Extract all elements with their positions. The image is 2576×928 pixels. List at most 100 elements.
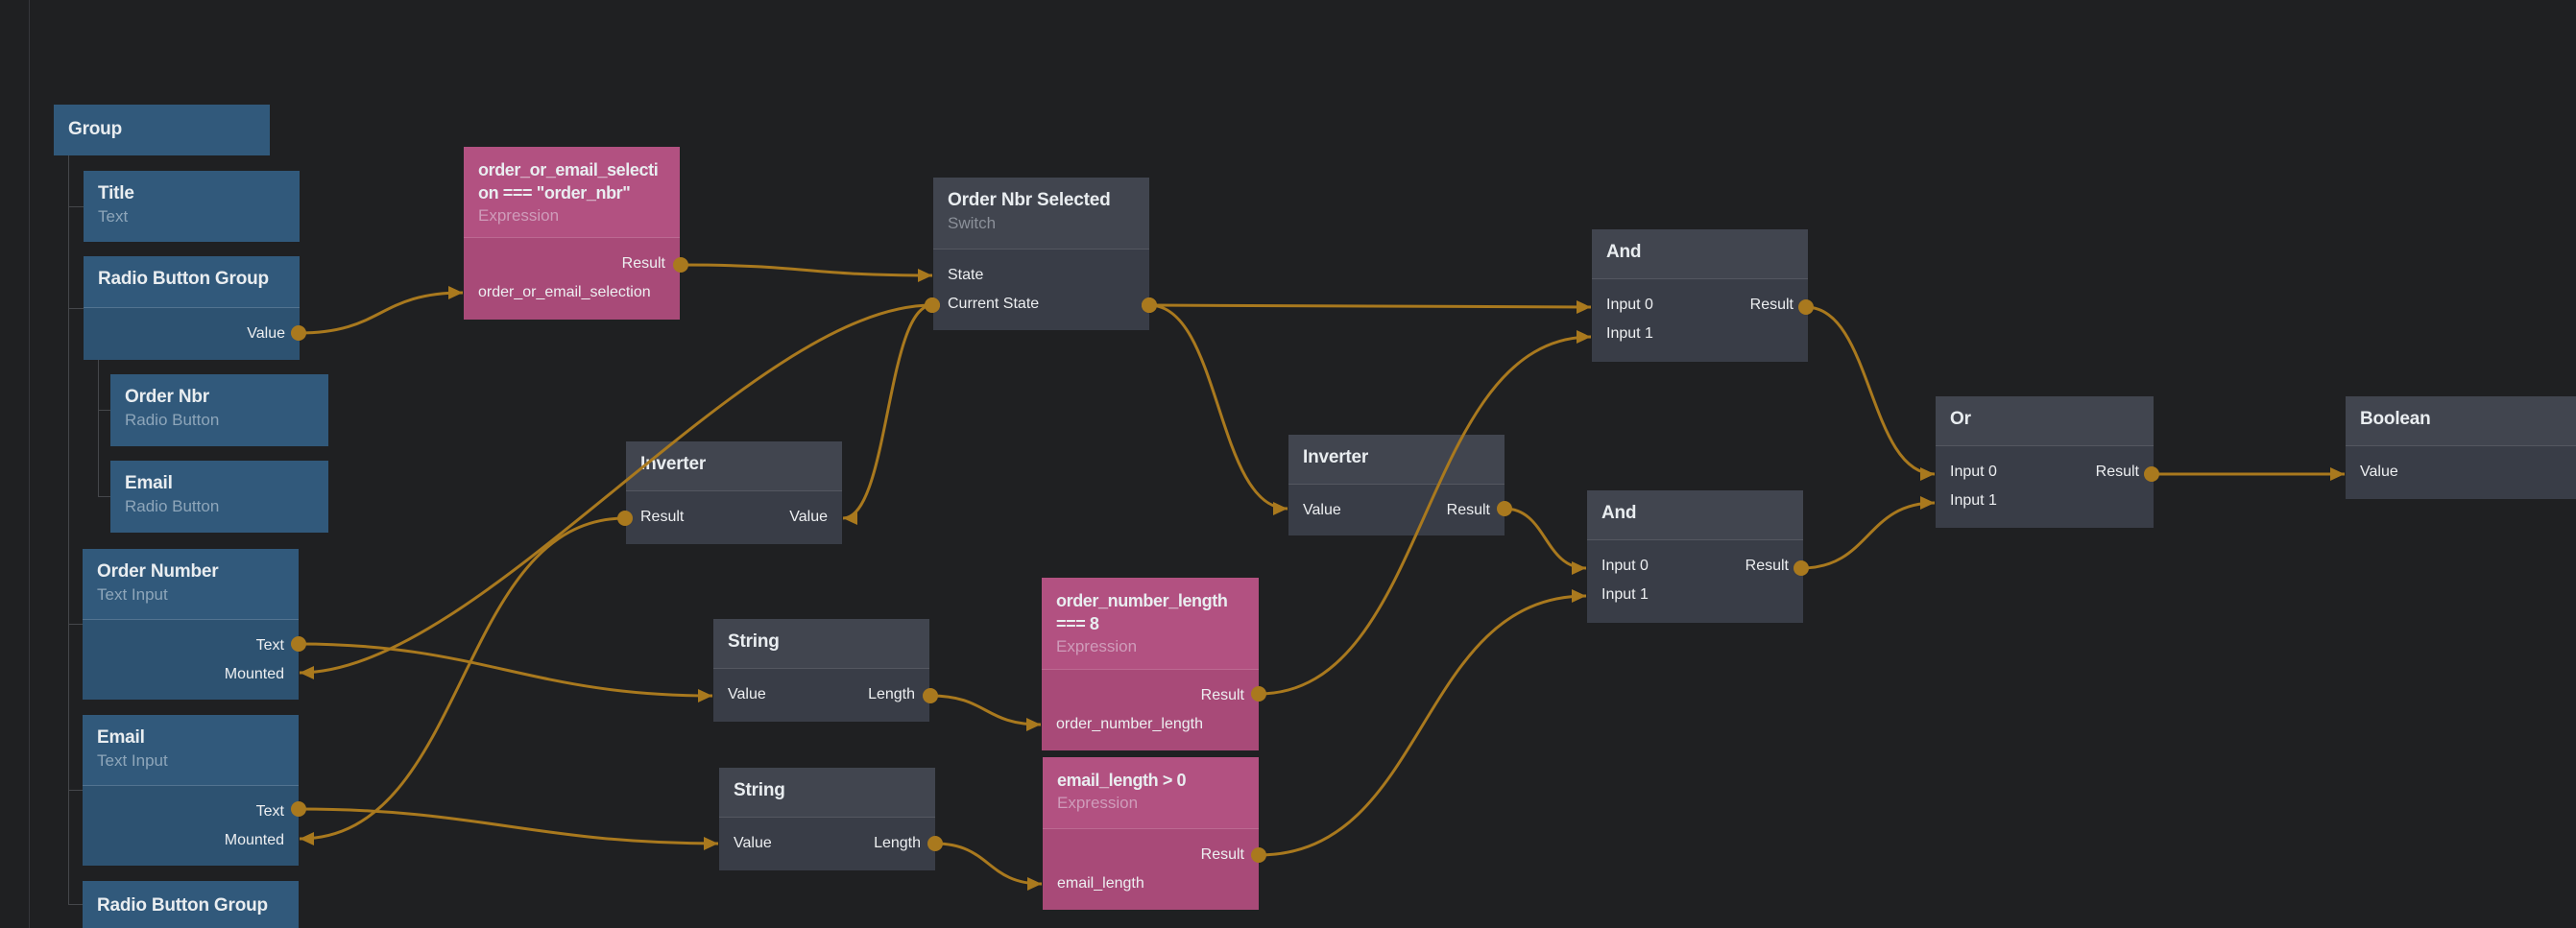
port-dot-or.Result[interactable] <box>2144 466 2159 482</box>
node-title-text[interactable]: Title Text <box>84 171 300 242</box>
port-result-output[interactable]: Result <box>640 509 685 525</box>
port-arrow-and_bottom.Input 1[interactable] <box>1572 589 1586 603</box>
port-dot-and_bottom.Result[interactable] <box>1794 560 1809 576</box>
port-result-output[interactable]: Result <box>1749 297 1794 313</box>
wire-switch.Current State-to-and_top.Input 0[interactable] <box>1148 303 1592 309</box>
port-arrow-expr_email_len.email_length[interactable] <box>1027 877 1042 891</box>
wire-inverter_right.Result-to-and_bottom.Input 0[interactable] <box>1504 507 1587 570</box>
port-current-state-output[interactable]: Current State <box>948 296 1040 312</box>
port-arrow-and_top.Input 1[interactable] <box>1577 330 1591 344</box>
node-email-text-input[interactable]: Email Text Input Text Mounted <box>83 715 299 866</box>
port-arrow-inverter_right.Value[interactable] <box>1273 502 1288 515</box>
port-input1[interactable]: Input 1 <box>1601 586 1649 603</box>
wire-switch.Current State-to-inverter_left.Value[interactable] <box>842 303 933 520</box>
node-inverter-right[interactable]: Inverter Value Result <box>1288 435 1505 535</box>
port-text-output[interactable]: Text <box>255 803 284 820</box>
port-dot-expr_selection.Result[interactable] <box>673 257 688 273</box>
port-input0[interactable]: Input 0 <box>1601 558 1649 574</box>
port-dot-inverter_left.Result[interactable] <box>617 511 633 526</box>
port-input1[interactable]: Input 1 <box>1606 325 1653 342</box>
port-input0[interactable]: Input 0 <box>1950 464 1997 480</box>
node-order-number-text-input[interactable]: Order Number Text Input Text Mounted <box>83 549 299 700</box>
port-dot-string_1.Length[interactable] <box>923 688 938 703</box>
port-dot-switch.Current State[interactable] <box>925 297 940 313</box>
node-or[interactable]: Or Input 0 Result Input 1 <box>1936 396 2154 528</box>
port-dot-expr_email_len.Result[interactable] <box>1251 847 1266 863</box>
port-input1[interactable]: Input 1 <box>1950 492 1997 509</box>
port-arrow-order_number_input.Mounted[interactable] <box>300 666 314 679</box>
node-and-top[interactable]: And Input 0 Result Input 1 <box>1592 229 1808 362</box>
wire-expr_email_len.Result-to-and_bottom.Input 1[interactable] <box>1258 594 1587 857</box>
node-string-1[interactable]: String Value Length <box>713 619 929 722</box>
wire-switch.Current State-to-inverter_right.Value[interactable] <box>1148 303 1288 511</box>
node-switch-order-nbr-selected[interactable]: Order Nbr Selected Switch State Current … <box>933 178 1149 330</box>
port-dot-string_2.Length[interactable] <box>927 836 943 851</box>
port-dot-inverter_right.Result[interactable] <box>1497 501 1512 516</box>
node-inverter-left[interactable]: Inverter Result Value <box>626 441 842 544</box>
port-arrow-or.Input 1[interactable] <box>1920 496 1935 510</box>
port-text-output[interactable]: Text <box>255 637 284 654</box>
port-selection-input[interactable]: order_or_email_selection <box>478 284 651 300</box>
port-length-output[interactable]: Length <box>874 835 921 851</box>
wire-switch.Current State-to-order_number_input.Mounted[interactable] <box>299 303 933 675</box>
port-arrow-inverter_left.Value[interactable] <box>843 512 857 525</box>
wire-and_top.Result-to-or.Input 0[interactable] <box>1805 305 1936 476</box>
port-result-output[interactable]: Result <box>1200 687 1244 703</box>
port-arrow-boolean.Value[interactable] <box>2330 467 2345 481</box>
wire-string_1.Length-to-expr_order_len.order_number_length[interactable] <box>929 694 1042 726</box>
node-radio-button-group[interactable]: Radio Button Group Value <box>84 256 300 360</box>
node-group[interactable]: Group <box>54 105 270 155</box>
node-expression-order-or-email-selection[interactable]: order_or_email_selection === "order_nbr"… <box>464 147 680 320</box>
port-arrow-expr_selection.order_or_email_selection[interactable] <box>448 286 463 299</box>
port-arrow-or.Input 0[interactable] <box>1920 467 1935 481</box>
node-order-nbr-radio[interactable]: Order Nbr Radio Button <box>110 374 328 446</box>
port-dot-and_top.Result[interactable] <box>1798 299 1814 315</box>
node-radio-button-group-2[interactable]: Radio Button Group <box>83 881 299 928</box>
port-result-output[interactable]: Result <box>621 255 665 272</box>
port-arrow-string_1.Value[interactable] <box>698 689 712 702</box>
port-dot-radio_button_group.Value[interactable] <box>291 325 306 341</box>
port-length-output[interactable]: Length <box>868 686 915 702</box>
wire-expr_selection.Result-to-switch.State[interactable] <box>680 263 933 277</box>
port-mounted-input[interactable]: Mounted <box>224 666 284 682</box>
port-value-input[interactable]: Value <box>734 835 772 851</box>
wire-expr_order_len.Result-to-and_top.Input 1[interactable] <box>1258 335 1592 696</box>
port-mounted-input[interactable]: Mounted <box>224 832 284 848</box>
port-result-output[interactable]: Result <box>2095 464 2139 480</box>
port-arrow-email_input.Mounted[interactable] <box>300 832 314 845</box>
port-dot-expr_order_len.Result[interactable] <box>1251 686 1266 702</box>
port-value-input[interactable]: Value <box>2360 464 2398 480</box>
port-input0[interactable]: Input 0 <box>1606 297 1653 313</box>
node-email-radio[interactable]: Email Radio Button <box>110 461 328 533</box>
wire-inverter_left.Result-to-email_input.Mounted[interactable] <box>299 516 626 841</box>
port-order-number-length-input[interactable]: order_number_length <box>1056 716 1203 732</box>
port-arrow-switch.State[interactable] <box>918 269 932 282</box>
wire-email_input.Text-to-string_2.Value[interactable] <box>298 807 719 845</box>
node-expression-email-length[interactable]: email_length > 0 Expression Result email… <box>1043 757 1259 910</box>
port-value-input[interactable]: Value <box>728 686 766 702</box>
port-value-input[interactable]: Value <box>1303 502 1341 518</box>
port-state-input[interactable]: State <box>948 267 984 283</box>
wire-string_2.Length-to-expr_email_len.email_length[interactable] <box>934 842 1043 886</box>
node-expression-order-number-length[interactable]: order_number_length === 8 Expression Res… <box>1042 578 1259 750</box>
port-arrow-and_bottom.Input 0[interactable] <box>1572 561 1586 575</box>
port-dot-email_input.Text[interactable] <box>291 801 306 817</box>
node-and-bottom[interactable]: And Input 0 Result Input 1 <box>1587 490 1803 623</box>
wire-and_bottom.Result-to-or.Input 1[interactable] <box>1800 501 1936 570</box>
port-result-output[interactable]: Result <box>1446 502 1490 518</box>
port-dot-switch.Current State[interactable] <box>1142 297 1157 313</box>
node-string-2[interactable]: String Value Length <box>719 768 935 870</box>
port-value-output[interactable]: Value <box>247 325 285 342</box>
port-result-output[interactable]: Result <box>1745 558 1789 574</box>
port-value-input[interactable]: Value <box>789 509 828 525</box>
wire-order_number_input.Text-to-string_1.Value[interactable] <box>298 642 713 698</box>
port-email-length-input[interactable]: email_length <box>1057 875 1144 892</box>
node-boolean[interactable]: Boolean Value <box>2346 396 2576 499</box>
port-arrow-and_top.Input 0[interactable] <box>1577 300 1591 314</box>
port-dot-order_number_input.Text[interactable] <box>291 636 306 652</box>
port-arrow-expr_order_len.order_number_length[interactable] <box>1026 718 1041 731</box>
port-result-output[interactable]: Result <box>1200 846 1244 863</box>
wire-radio_button_group.Value-to-expr_selection.order_or_email_selection[interactable] <box>298 291 464 335</box>
port-arrow-string_2.Value[interactable] <box>704 837 718 850</box>
